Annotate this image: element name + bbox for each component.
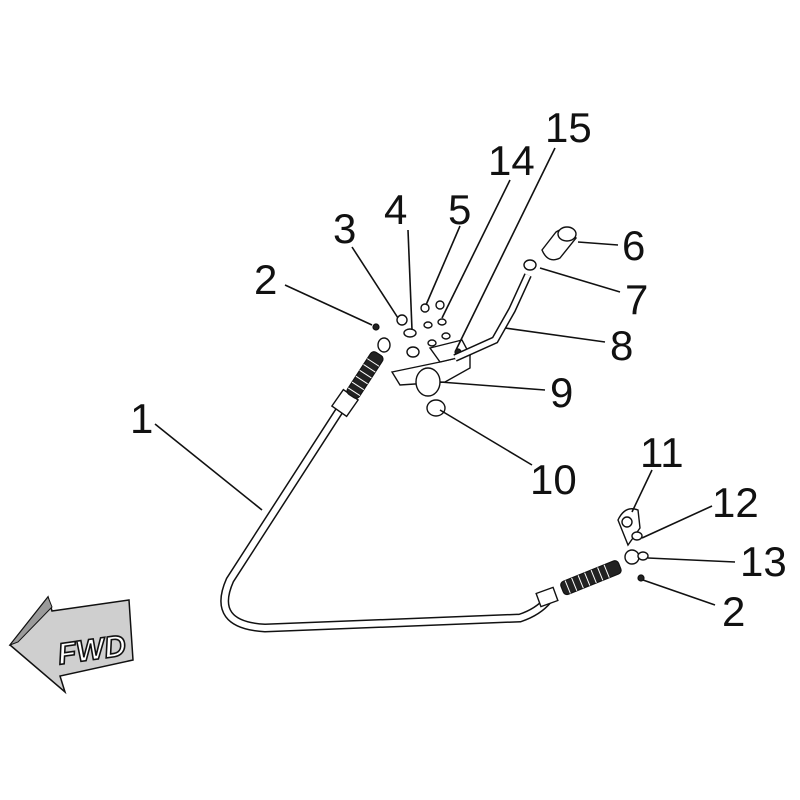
callout-14: 14 xyxy=(488,137,535,184)
callout-10: 10 xyxy=(530,456,577,503)
upper-cable-end xyxy=(330,323,391,418)
callout-4: 4 xyxy=(384,186,407,233)
callout-2-lower: 2 xyxy=(722,588,745,635)
callout-15: 15 xyxy=(545,104,592,151)
callout-11: 11 xyxy=(640,429,684,476)
callout-12: 12 xyxy=(712,479,759,526)
callout-3: 3 xyxy=(333,205,356,252)
callout-6: 6 xyxy=(622,222,645,269)
shift-lever xyxy=(453,226,577,362)
callout-7: 7 xyxy=(625,276,648,323)
callout-8: 8 xyxy=(610,322,633,369)
lower-cable-end xyxy=(535,549,645,608)
lower-linkage xyxy=(617,508,649,561)
callout-1: 1 xyxy=(130,395,153,442)
callout-2-upper: 2 xyxy=(254,256,277,303)
leader-lines xyxy=(154,147,736,606)
fwd-arrow-icon: FWD xyxy=(8,595,134,695)
callouts: 1 2 2 3 4 5 6 7 8 9 10 11 12 13 14 15 xyxy=(130,104,787,635)
shift-cable xyxy=(220,402,552,633)
callout-13: 13 xyxy=(740,538,787,585)
callout-9: 9 xyxy=(550,369,573,416)
callout-5: 5 xyxy=(448,186,471,233)
